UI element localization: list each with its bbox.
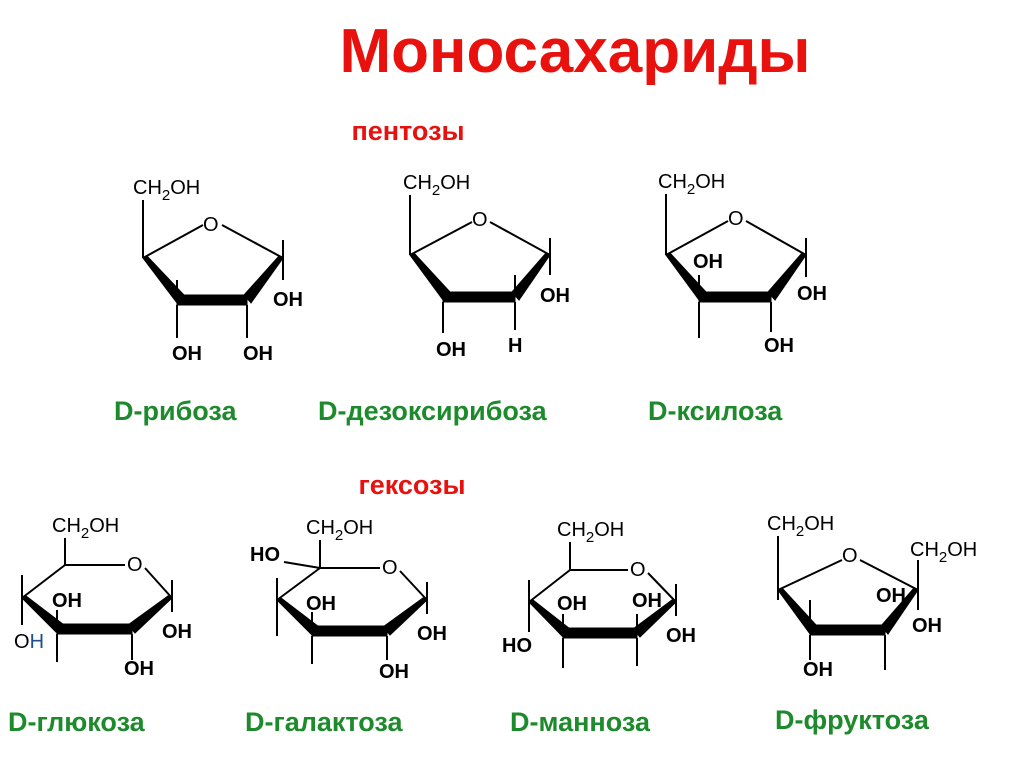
svg-text:OH: OH xyxy=(124,658,154,680)
svg-text:OH: OH xyxy=(273,289,303,311)
svg-text:OH: OH xyxy=(14,631,44,653)
svg-text:HO: HO xyxy=(250,544,280,566)
svg-text:H: H xyxy=(508,335,522,357)
page-title: Моносахариды xyxy=(340,17,811,86)
svg-text:CH2OH: CH2OH xyxy=(767,513,834,540)
deoxyribose-structure: CH2OH O OH OH H xyxy=(403,172,570,361)
section-hexoses: гексозы xyxy=(358,470,465,500)
name-xylose: D-ксилоза xyxy=(648,396,783,426)
svg-text:OH: OH xyxy=(172,343,202,365)
fructose-structure: CH2OH O CH2OH OH OH OH xyxy=(767,513,977,681)
svg-text:OH: OH xyxy=(557,593,587,615)
svg-text:OH: OH xyxy=(632,590,662,612)
svg-text:OH: OH xyxy=(379,661,409,683)
name-mannose: D-манноза xyxy=(510,707,651,737)
svg-text:OH: OH xyxy=(693,251,723,273)
ring-oxygen: O xyxy=(203,214,219,236)
name-fructose: D-фруктоза xyxy=(775,705,930,735)
svg-text:OH: OH xyxy=(52,590,82,612)
svg-text:OH: OH xyxy=(417,623,447,645)
svg-text:CH2OH: CH2OH xyxy=(658,171,725,198)
mannose-structure: CH2OH O OH OH OH HO xyxy=(502,519,696,668)
svg-text:OH: OH xyxy=(306,593,336,615)
svg-text:CH2OH: CH2OH xyxy=(52,515,119,542)
svg-text:HO: HO xyxy=(502,635,532,657)
ring-oxygen: O xyxy=(728,208,744,230)
name-deoxyribose: D-дезоксирибоза xyxy=(318,396,548,426)
svg-text:OH: OH xyxy=(803,659,833,681)
galactose-structure: CH2OH HO O OH OH OH xyxy=(250,517,447,683)
svg-text:CH2OH: CH2OH xyxy=(557,519,624,546)
name-ribose: D-рибоза xyxy=(114,396,237,426)
svg-text:CH2OH: CH2OH xyxy=(910,539,977,566)
name-glucose: D-глюкоза xyxy=(8,707,146,737)
glucose-structure: CH2OH O OH OH OH OH xyxy=(14,515,192,680)
svg-text:OH: OH xyxy=(764,335,794,357)
ring-oxygen: O xyxy=(472,209,488,231)
name-galactose: D-галактоза xyxy=(245,707,404,737)
svg-text:CH2OH: CH2OH xyxy=(403,172,470,199)
svg-text:OH: OH xyxy=(243,343,273,365)
ring-oxygen: O xyxy=(842,545,858,567)
svg-text:CH2OH: CH2OH xyxy=(306,517,373,544)
ring-oxygen: O xyxy=(630,559,646,581)
svg-text:OH: OH xyxy=(162,621,192,643)
svg-text:OH: OH xyxy=(666,625,696,647)
svg-text:OH: OH xyxy=(876,585,906,607)
ring-oxygen: O xyxy=(127,554,143,576)
ring-oxygen: O xyxy=(382,557,398,579)
section-pentoses: пентозы xyxy=(351,116,464,146)
svg-text:OH: OH xyxy=(436,339,466,361)
svg-text:OH: OH xyxy=(797,283,827,305)
svg-text:OH: OH xyxy=(912,615,942,637)
svg-text:OH: OH xyxy=(540,285,570,307)
svg-text:CH2OH: CH2OH xyxy=(133,177,200,204)
ribose-structure: CH2OH O OH OH OH xyxy=(133,177,303,365)
xylose-structure: CH2OH O OH OH OH xyxy=(658,171,827,357)
